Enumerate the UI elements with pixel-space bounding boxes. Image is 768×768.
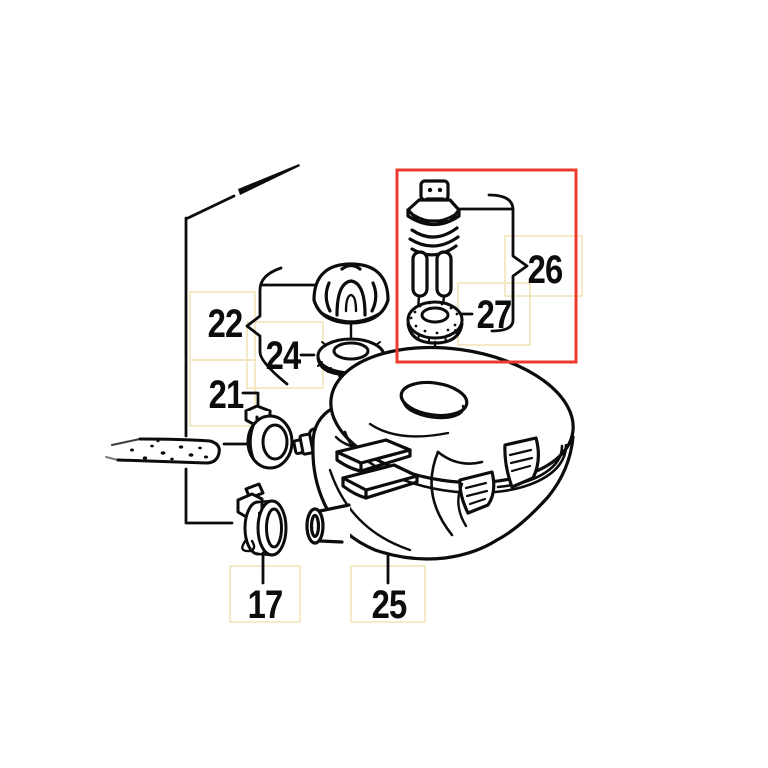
cap-drawing [312,262,390,325]
part-label-25[interactable]: 25 [372,582,408,627]
washer-27-drawing [406,300,464,345]
part-label-22[interactable]: 22 [208,301,244,346]
hose-drawing [105,437,221,465]
part-labels: 17 21 22 24 25 26 27 [208,247,564,627]
part-label-26[interactable]: 26 [528,247,564,292]
sketch-line [238,164,300,195]
selection-box-part-26 [395,168,578,364]
tank-25-drawing [305,345,575,561]
clamp-17-drawing [236,482,288,557]
sensor-26-drawing [406,179,461,312]
hotspot-26[interactable] [504,235,583,297]
part-label-24[interactable]: 24 [266,333,303,378]
hotspot-17[interactable] [229,565,301,623]
hose-speckles [130,439,208,461]
clamp-21-drawing [244,404,294,470]
part-label-21[interactable]: 21 [209,372,245,417]
part-label-27[interactable]: 27 [477,292,513,337]
part-label-17[interactable]: 17 [248,582,284,627]
washer-stipple [409,301,459,335]
